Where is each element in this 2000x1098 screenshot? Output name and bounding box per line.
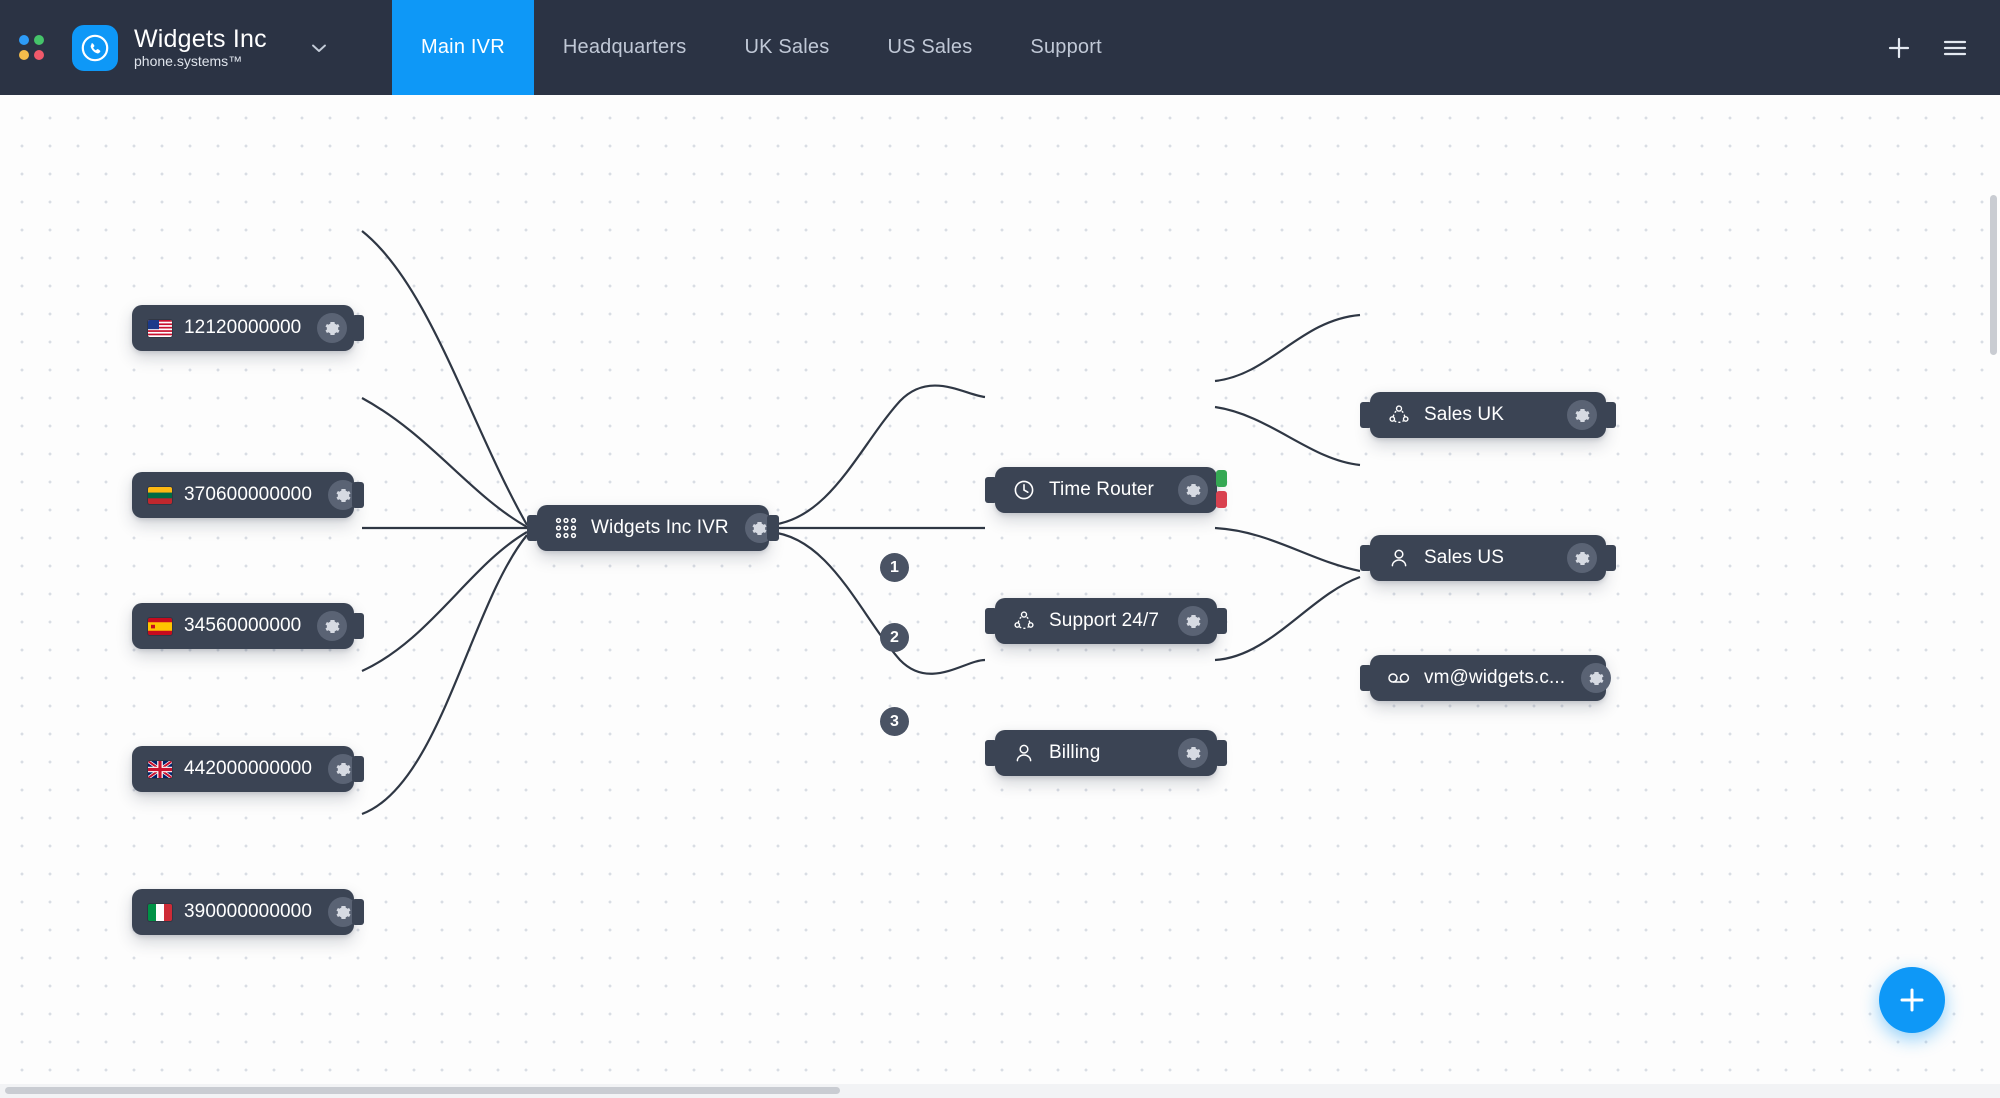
gear-icon[interactable] bbox=[1178, 606, 1208, 636]
node-voicemail[interactable]: vm@widgets.c... bbox=[1360, 655, 1612, 701]
topbar-spacer bbox=[1131, 0, 1884, 95]
apps-grid-icon bbox=[18, 35, 44, 60]
number-node-34560000000[interactable]: 34560000000 bbox=[132, 603, 364, 649]
node-sales-us[interactable]: Sales US bbox=[1360, 535, 1616, 581]
connection-edges bbox=[361, 230, 1361, 816]
clock-icon bbox=[1011, 477, 1037, 503]
voicemail-icon bbox=[1386, 665, 1412, 691]
tab-us-sales[interactable]: US Sales bbox=[887, 36, 973, 58]
number-label: 442000000000 bbox=[184, 758, 313, 779]
node-label: Sales US bbox=[1424, 547, 1505, 568]
apps-launcher-button[interactable] bbox=[0, 0, 62, 95]
chevron-down-icon[interactable] bbox=[309, 38, 329, 58]
top-navigation-bar: Widgets Inc phone.systems™ Main IVR Head… bbox=[0, 0, 2000, 95]
gear-icon[interactable] bbox=[1178, 475, 1208, 505]
branch-badge-1[interactable]: 1 bbox=[880, 553, 909, 582]
node-sales-uk[interactable]: Sales UK bbox=[1360, 392, 1616, 438]
number-node-442000000000[interactable]: 442000000000 bbox=[132, 746, 364, 792]
brand-account-selector[interactable]: Widgets Inc phone.systems™ bbox=[62, 0, 392, 95]
number-label: 370600000000 bbox=[184, 484, 313, 505]
number-node-390000000000[interactable]: 390000000000 bbox=[132, 889, 364, 935]
flag-it-icon bbox=[148, 903, 172, 921]
input-port[interactable] bbox=[985, 477, 997, 503]
tab-uk-sales[interactable]: UK Sales bbox=[744, 36, 830, 58]
flag-us-icon bbox=[148, 319, 172, 337]
output-port[interactable] bbox=[1215, 740, 1227, 766]
user-icon bbox=[1386, 545, 1412, 571]
output-port[interactable] bbox=[352, 315, 364, 341]
hamburger-menu-icon[interactable] bbox=[1940, 33, 1970, 63]
input-port[interactable] bbox=[1360, 402, 1372, 428]
flag-es-icon bbox=[148, 617, 172, 635]
topbar-actions bbox=[1884, 0, 2000, 95]
input-port[interactable] bbox=[985, 608, 997, 634]
output-port[interactable] bbox=[352, 482, 364, 508]
node-label: Time Router bbox=[1049, 479, 1154, 500]
flag-gb-icon bbox=[148, 760, 172, 778]
brand-subtitle: phone.systems™ bbox=[134, 53, 243, 69]
gear-icon[interactable] bbox=[1567, 400, 1597, 430]
output-port[interactable] bbox=[1604, 545, 1616, 571]
output-port[interactable] bbox=[352, 756, 364, 782]
number-label: 12120000000 bbox=[184, 317, 302, 338]
node-label: Support 24/7 bbox=[1049, 610, 1160, 631]
gear-icon[interactable] bbox=[317, 611, 348, 641]
number-label: 390000000000 bbox=[184, 901, 313, 922]
output-port[interactable] bbox=[1604, 402, 1616, 428]
ring-group-icon bbox=[1386, 402, 1412, 428]
node-billing[interactable]: Billing bbox=[985, 730, 1227, 776]
output-port[interactable] bbox=[352, 613, 364, 639]
output-port-open[interactable] bbox=[1216, 470, 1227, 487]
tab-support[interactable]: Support bbox=[1030, 36, 1102, 58]
input-port[interactable] bbox=[527, 515, 539, 541]
ivr-node-widgets-inc-ivr[interactable]: Widgets Inc IVR bbox=[527, 505, 779, 551]
add-icon[interactable] bbox=[1884, 33, 1914, 63]
output-port[interactable] bbox=[352, 899, 364, 925]
input-port[interactable] bbox=[985, 740, 997, 766]
tab-headquarters[interactable]: Headquarters bbox=[562, 36, 687, 58]
vertical-scrollbar[interactable] bbox=[1990, 195, 1997, 355]
input-port[interactable] bbox=[1360, 545, 1372, 571]
scenario-tabs: Main IVR Headquarters UK Sales US Sales … bbox=[392, 0, 1131, 95]
node-time-router[interactable]: Time Router bbox=[985, 467, 1227, 513]
user-icon bbox=[1011, 740, 1037, 766]
input-port[interactable] bbox=[1360, 665, 1372, 691]
gear-icon[interactable] bbox=[1581, 663, 1612, 693]
dialpad-icon bbox=[553, 515, 579, 541]
horizontal-scrollbar[interactable] bbox=[5, 1087, 840, 1094]
output-port[interactable] bbox=[1215, 608, 1227, 634]
branch-badge-2[interactable]: 2 bbox=[880, 623, 909, 652]
tab-main-ivr[interactable]: Main IVR bbox=[392, 0, 534, 95]
node-label: Billing bbox=[1049, 742, 1101, 763]
node-support-24-7[interactable]: Support 24/7 bbox=[985, 598, 1227, 644]
node-label: vm@widgets.c... bbox=[1424, 667, 1566, 688]
phone-circle-icon bbox=[72, 24, 118, 71]
gear-icon[interactable] bbox=[1178, 738, 1208, 768]
number-node-12120000000[interactable]: 12120000000 bbox=[132, 305, 364, 351]
add-node-button[interactable] bbox=[1879, 967, 1945, 1033]
flow-canvas[interactable]: 12120000000 370600000000 3456000 bbox=[0, 95, 2000, 1098]
gear-icon[interactable] bbox=[1567, 543, 1597, 573]
output-port-closed[interactable] bbox=[1216, 491, 1227, 508]
ivr-label: Widgets Inc IVR bbox=[591, 517, 729, 538]
flag-lt-icon bbox=[148, 486, 172, 504]
output-port[interactable] bbox=[767, 515, 779, 541]
gear-icon[interactable] bbox=[317, 313, 348, 343]
node-label: Sales UK bbox=[1424, 404, 1505, 425]
ring-group-icon bbox=[1011, 608, 1037, 634]
number-label: 34560000000 bbox=[184, 615, 302, 636]
number-node-370600000000[interactable]: 370600000000 bbox=[132, 472, 364, 518]
branch-badge-3[interactable]: 3 bbox=[880, 707, 909, 736]
brand-name: Widgets Inc bbox=[134, 25, 267, 53]
